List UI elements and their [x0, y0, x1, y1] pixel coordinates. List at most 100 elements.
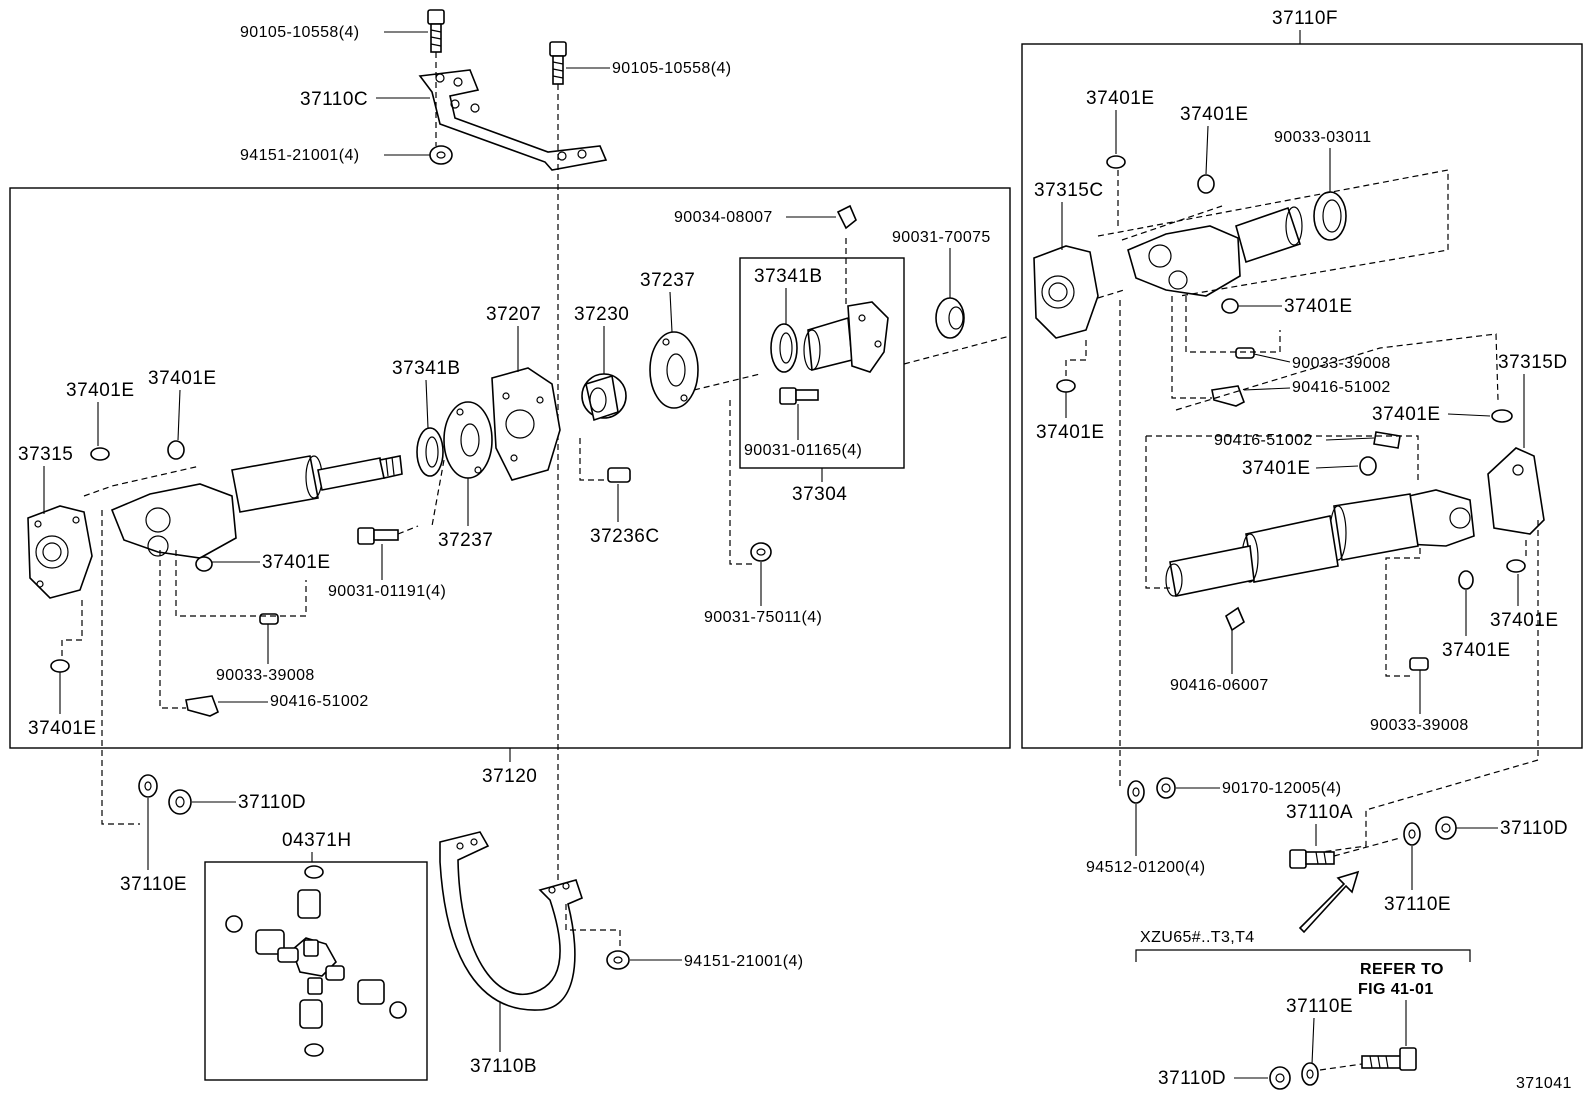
label-90416-l: 90416-51002 — [270, 693, 369, 710]
nut-37110D-b — [1269, 1066, 1291, 1090]
label-90416-r2: 90416-51002 — [1214, 432, 1313, 449]
label-37110D-b: 37110D — [1158, 1068, 1226, 1089]
label-37401E-r6: 37401E — [1242, 458, 1311, 479]
pin-37236C — [607, 467, 631, 483]
label-37341B-box: 37341B — [754, 266, 823, 287]
grease-fitting-90416-r2 — [1373, 431, 1401, 449]
washer-37110E-l — [138, 774, 158, 798]
bolt-90105-a — [427, 9, 445, 53]
variant-bracket — [1135, 949, 1471, 962]
grease-fitting-90033-r1 — [1235, 347, 1255, 359]
label-37315C: 37315C — [1034, 180, 1104, 201]
snap-ring-r4 — [1056, 379, 1076, 393]
snap-ring-l3 — [195, 556, 213, 572]
cushion-37207 — [491, 367, 561, 481]
nut-90031-75011 — [750, 542, 772, 562]
washer-37110E-r — [1403, 822, 1421, 846]
arrow-icon — [1298, 870, 1360, 934]
label-37230: 37230 — [574, 304, 629, 325]
bolt-refer-fig — [1361, 1047, 1417, 1071]
bolt-90031-01191 — [357, 527, 399, 545]
bearing-37230 — [581, 373, 627, 422]
label-37207: 37207 — [486, 304, 541, 325]
label-37304: 37304 — [792, 484, 847, 505]
label-37401E-r4: 37401E — [1036, 422, 1105, 443]
label-04371H: 04371H — [282, 830, 352, 851]
assembly-box-37110F — [1021, 43, 1583, 749]
label-37237-low: 37237 — [438, 530, 493, 551]
snap-ring-l1 — [90, 447, 110, 461]
label-37110A: 37110A — [1286, 802, 1353, 823]
label-37401E-l3: 37401E — [262, 552, 331, 573]
label-37401E-r1: 37401E — [1086, 88, 1155, 109]
label-37401E-r7: 37401E — [1490, 610, 1559, 631]
label-94512: 94512-01200(4) — [1086, 859, 1205, 876]
label-37110D-r: 37110D — [1500, 818, 1568, 839]
shaft-tube-right-upper — [1235, 206, 1303, 264]
figure-number: 371041 — [1516, 1075, 1572, 1092]
ring-37341B-box — [770, 323, 798, 373]
label-90033-03011: 90033-03011 — [1274, 129, 1372, 146]
ring-90033-03011 — [1313, 191, 1347, 241]
grease-fitting-90416-l — [185, 695, 220, 717]
bolt-37110A — [1289, 849, 1335, 869]
label-94151-b: 94151-21001(4) — [684, 953, 803, 970]
label-37110E-b: 37110E — [1286, 996, 1353, 1017]
label-37401E-l2: 37401E — [148, 368, 217, 389]
label-37401E-r3: 37401E — [1284, 296, 1353, 317]
snap-ring-r6 — [1359, 456, 1377, 476]
snap-ring-r1 — [1106, 155, 1126, 169]
bracket-37110C — [418, 69, 608, 171]
label-90416-06007: 90416-06007 — [1170, 677, 1269, 694]
flange-yoke-37315D — [1487, 447, 1545, 535]
label-90105-a: 90105-10558(4) — [240, 24, 359, 41]
flange-yoke-37315C — [1033, 245, 1099, 339]
label-90031-70075: 90031-70075 — [892, 229, 991, 246]
label-37401E-l1: 37401E — [66, 380, 135, 401]
label-90033-r1: 90033-39008 — [1292, 355, 1391, 372]
shaft-tube-right-lower — [1165, 493, 1419, 597]
bolt-90031-01165 — [779, 387, 819, 405]
label-37110E-l: 37110E — [120, 874, 187, 895]
snap-ring-r3 — [1221, 298, 1239, 314]
label-37110B: 37110B — [470, 1056, 537, 1077]
nut-37110D-r — [1435, 816, 1457, 840]
grease-fitting-90416-r1 — [1211, 385, 1246, 407]
label-refer-to: REFER TO — [1360, 961, 1444, 978]
label-37401E-r5: 37401E — [1372, 404, 1441, 425]
flange-37304 — [803, 301, 889, 373]
grease-fitting-90034 — [836, 204, 857, 230]
label-94151-a: 94151-21001(4) — [240, 147, 359, 164]
label-37401E-r8: 37401E — [1442, 640, 1511, 661]
label-37110D-l: 37110D — [238, 792, 306, 813]
label-37110E-r: 37110E — [1384, 894, 1451, 915]
washer-94512 — [1127, 780, 1145, 804]
shaft-tube-left — [231, 455, 403, 513]
label-90031-01191: 90031-01191(4) — [328, 583, 446, 600]
nut-90170 — [1156, 777, 1176, 799]
support-bracket-37110B — [439, 831, 583, 1011]
nut-94151-b — [606, 950, 630, 970]
label-37237-top: 37237 — [640, 270, 695, 291]
ring-37341B — [416, 427, 444, 477]
snap-ring-r7 — [1506, 559, 1526, 573]
label-variant: XZU65#..T3,T4 — [1140, 929, 1255, 946]
label-37315: 37315 — [18, 444, 73, 465]
washer-37110E-b — [1301, 1062, 1319, 1086]
label-refer-fig: FIG 41-01 — [1358, 981, 1434, 998]
label-90034: 90034-08007 — [674, 209, 773, 226]
snap-ring-l2 — [167, 440, 185, 460]
slip-yoke-left — [110, 483, 237, 559]
label-37236C: 37236C — [590, 526, 660, 547]
slip-yoke-right-upper — [1127, 225, 1241, 297]
assembly-box-04371H — [204, 861, 428, 1081]
label-90031-75011: 90031-75011(4) — [704, 609, 822, 626]
label-90105-b: 90105-10558(4) — [612, 60, 731, 77]
label-90031-01165: 90031-01165(4) — [744, 442, 862, 459]
label-90033-r2: 90033-39008 — [1370, 717, 1469, 734]
universal-joint-kit-04371H — [225, 865, 407, 1057]
label-37401E-r2: 37401E — [1180, 104, 1249, 125]
label-90033-l: 90033-39008 — [216, 667, 315, 684]
label-37110C: 37110C — [300, 89, 368, 110]
flange-yoke-37315 — [27, 505, 93, 599]
